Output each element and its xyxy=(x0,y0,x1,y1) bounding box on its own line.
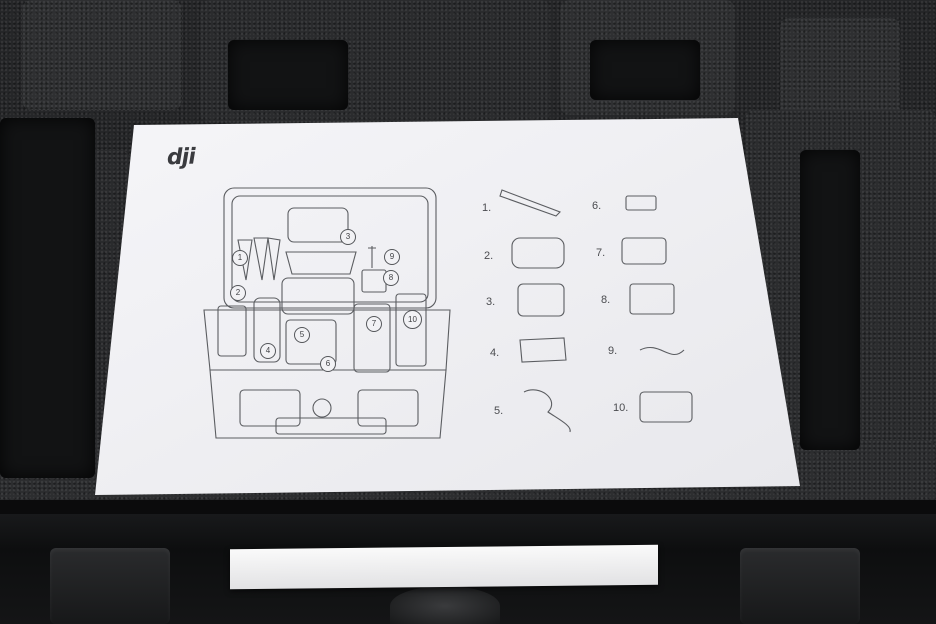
case-lid-edge xyxy=(0,500,936,514)
case-label-strip xyxy=(230,544,658,590)
callout: 1 xyxy=(232,250,248,266)
callout: 10 xyxy=(403,310,422,329)
callout: 7 xyxy=(366,316,382,332)
item-number: 10. xyxy=(613,402,629,414)
foam-cavity xyxy=(228,40,348,110)
item-number: 2. xyxy=(484,250,494,262)
dji-logo: dji xyxy=(166,144,196,171)
case-latch-right xyxy=(740,548,860,624)
case-latch-left xyxy=(50,548,170,624)
paper-sheet xyxy=(95,118,800,495)
callout: 8 xyxy=(383,270,399,286)
item-number: 7. xyxy=(596,247,606,259)
item-number: 8. xyxy=(601,294,611,306)
item-number: 3. xyxy=(486,296,496,308)
foam-block xyxy=(22,0,182,110)
foam-cavity xyxy=(590,40,700,100)
case-knob xyxy=(390,586,500,624)
item-number: 5. xyxy=(494,405,504,417)
callout: 5 xyxy=(294,327,310,343)
item-number: 6. xyxy=(592,200,602,212)
item-number: 1. xyxy=(482,202,492,214)
callout: 4 xyxy=(260,343,276,359)
item-number: 9. xyxy=(608,345,618,357)
foam-cavity xyxy=(0,118,95,478)
callout: 6 xyxy=(320,356,336,372)
callout: 3 xyxy=(340,229,356,245)
callout: 2 xyxy=(230,285,246,301)
item-number: 4. xyxy=(490,347,500,359)
callout: 9 xyxy=(384,249,400,265)
foam-cavity xyxy=(800,150,860,450)
